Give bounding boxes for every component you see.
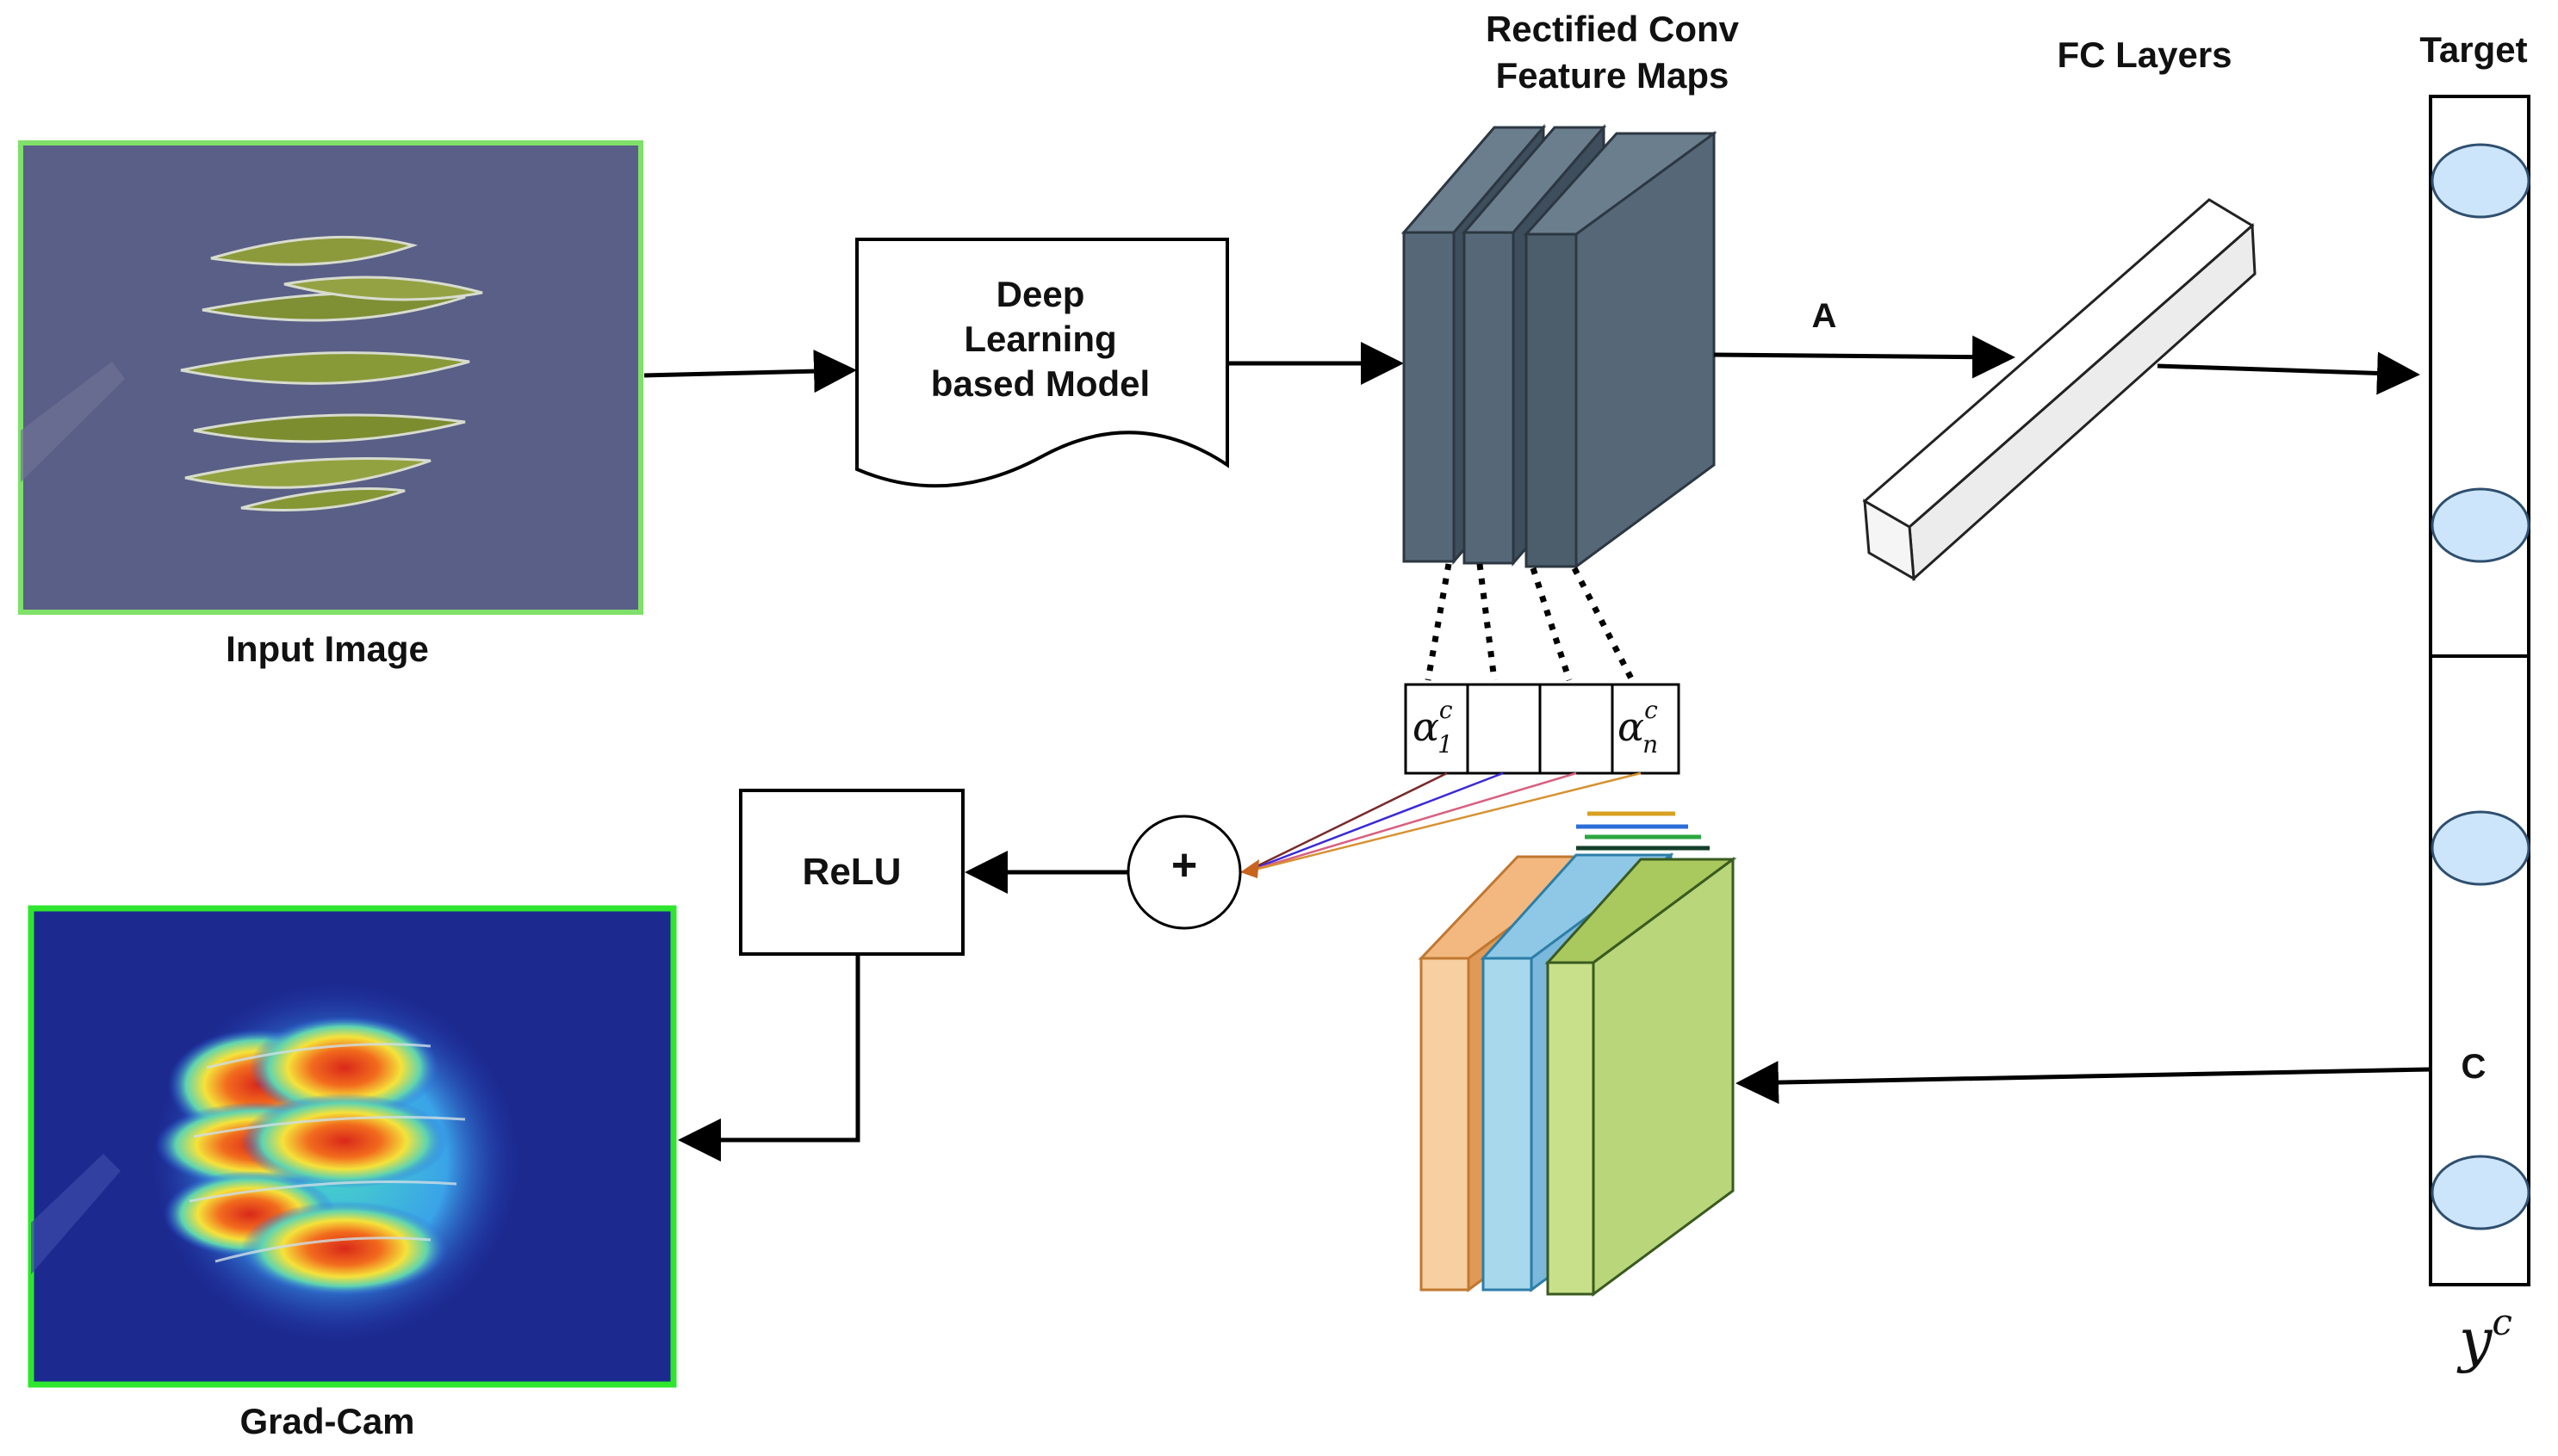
feature-maps-title-line2: Feature Maps: [1496, 55, 1729, 96]
relu-label: ReLU: [803, 851, 902, 893]
model-label-line3: based Model: [931, 363, 1150, 404]
feature-maps-title-line1: Rectified Conv: [1486, 9, 1740, 49]
gradient-maps: [1418, 811, 1737, 1297]
y-c-label: yc: [2456, 1301, 2512, 1375]
target-node: [2431, 143, 2530, 219]
alpha-weights: α1c αnc: [1404, 683, 1680, 775]
dotted-connectors: [1425, 563, 1636, 682]
arrow-target-to-gradients: [1735, 1061, 2431, 1105]
input-image-label: Input Image: [226, 629, 429, 669]
activation-label: A: [1812, 297, 1837, 335]
arrow-input-to-model: [643, 350, 857, 393]
input-image: [18, 140, 643, 615]
relu-box: [739, 789, 965, 956]
arrow-features-to-fc: [1713, 335, 2015, 379]
model-box: [855, 238, 1229, 488]
fc-layer-bar: [1862, 198, 2257, 582]
alpha-first: α1c: [1412, 696, 1453, 759]
model-label-line2: Learning: [964, 319, 1116, 359]
target-column: [2429, 95, 2530, 1286]
feature-maps: [1400, 123, 1717, 569]
arrow-fc-to-target: [2157, 351, 2420, 395]
sum-symbol: +: [1171, 840, 1197, 890]
algae-cells: [180, 235, 483, 511]
model-label-line1: Deep: [997, 274, 1085, 314]
alpha-last: αnc: [1617, 696, 1658, 759]
target-node: [2431, 487, 2530, 563]
gradcam-image: [28, 905, 677, 1388]
fc-layers-title: FC Layers: [2057, 34, 2232, 75]
weight-arrowhead: [1240, 859, 1259, 878]
gradcam-label: Grad-Cam: [239, 1401, 414, 1441]
class-label: C: [2462, 1048, 2487, 1086]
target-node: [2431, 810, 2530, 886]
target-title: Target: [2419, 29, 2527, 70]
arrow-relu-to-gradcam: [678, 954, 860, 1162]
target-node: [2431, 1155, 2530, 1230]
weight-lines: [1244, 771, 1642, 874]
